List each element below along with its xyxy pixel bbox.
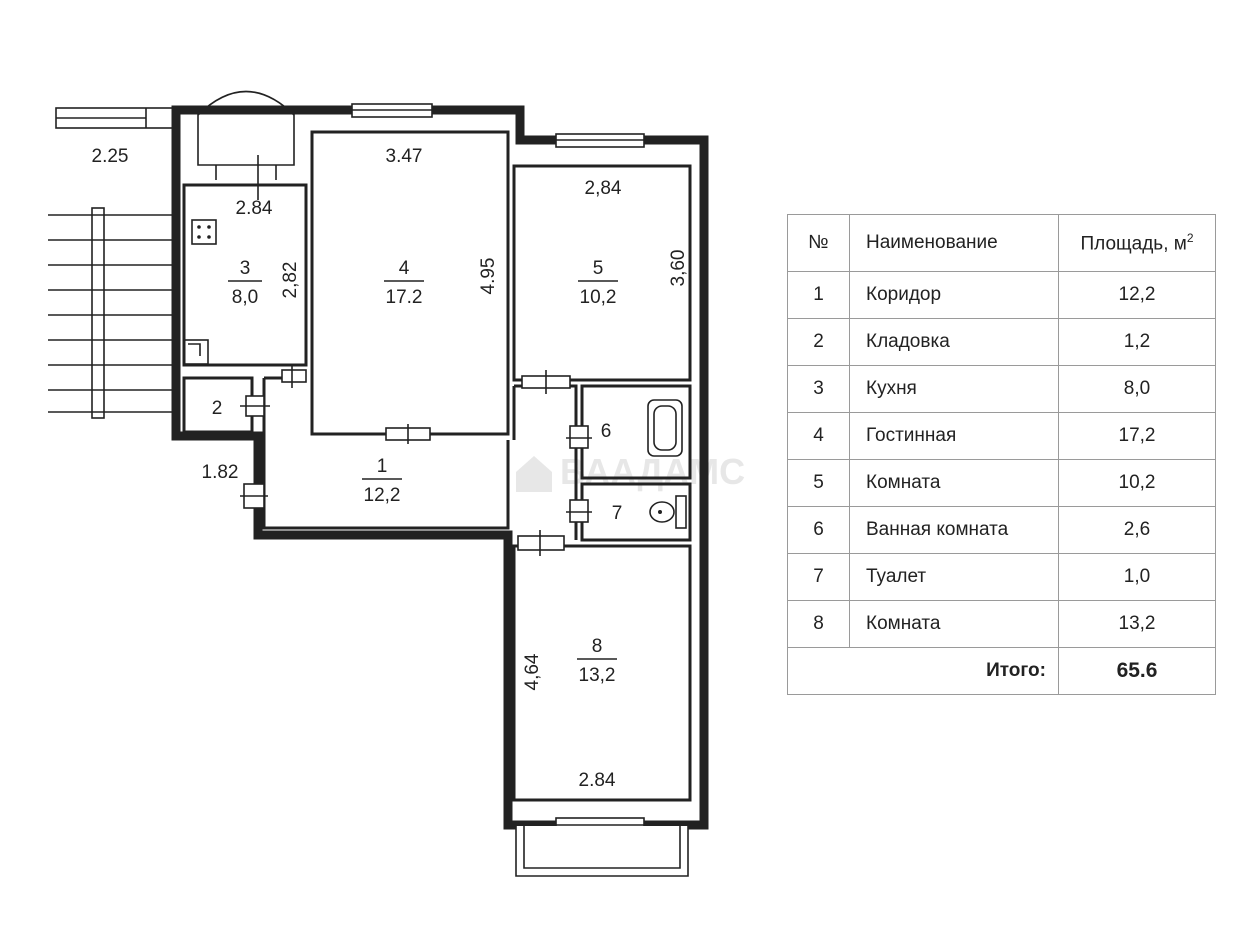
table-cell: 8,0	[1058, 365, 1216, 413]
table-cell: Туалет	[849, 553, 1059, 601]
dim-kitchen-top: 2.84	[236, 198, 273, 219]
table-cell: 1	[787, 271, 850, 319]
room-3-number: 3	[240, 258, 251, 279]
table-cell: 13,2	[1058, 600, 1216, 648]
bottom-balcony	[515, 826, 689, 877]
header-num: №	[787, 214, 850, 272]
room-5-number: 5	[593, 258, 604, 279]
dim-living-side: 4.95	[478, 258, 499, 295]
table-cell: Комната	[849, 459, 1059, 507]
floor-plan: ВААДАМС	[48, 90, 745, 877]
total-value: 65.6	[1058, 647, 1216, 695]
dim-corridor-side: 1.82	[202, 462, 239, 483]
table-cell: 2	[787, 318, 850, 366]
total-label: Итого:	[787, 647, 1059, 695]
table-cell: Ванная комната	[849, 506, 1059, 554]
dim-room8-side: 4,64	[522, 653, 543, 690]
table-cell: 4	[787, 412, 850, 460]
table-total-row: Итого: 65.6	[787, 647, 1216, 695]
room-5	[512, 164, 692, 382]
room-7-number: 7	[612, 503, 623, 524]
room-1-number: 1	[377, 456, 388, 477]
dim-room5-top: 2,84	[585, 178, 622, 199]
table-cell: 12,2	[1058, 271, 1216, 319]
table-cell: 10,2	[1058, 459, 1216, 507]
watermark-text: ВААДАМС	[560, 451, 745, 492]
table-cell: Коридор	[849, 271, 1059, 319]
room-6-number: 6	[601, 421, 612, 442]
room-3-area: 8,0	[232, 287, 258, 308]
table-cell: 2,6	[1058, 506, 1216, 554]
room-labels: 3 8,0 2 4 17.2 5 10,2 6 7 1 12,2 8 13,2	[212, 258, 623, 686]
table-cell: Гостинная	[849, 412, 1059, 460]
table-header-row: № Наименование Площадь, м2	[787, 214, 1216, 272]
dim-room8-bottom: 2.84	[579, 770, 616, 791]
table-cell: 5	[787, 459, 850, 507]
room-4-area: 17.2	[386, 287, 423, 308]
room-8-number: 8	[592, 636, 603, 657]
room-kitchen	[182, 183, 308, 367]
table-cell: 1,2	[1058, 318, 1216, 366]
header-name: Наименование	[849, 214, 1059, 272]
table-cell: Кухня	[849, 365, 1059, 413]
room-5-area: 10,2	[580, 287, 617, 308]
room-8	[512, 544, 692, 802]
dim-room5-side: 3,60	[668, 250, 689, 287]
table-cell: 8	[787, 600, 850, 648]
dim-balcony-left: 2.25	[92, 146, 129, 167]
table-cell: 3	[787, 365, 850, 413]
header-area: Площадь, м2	[1058, 214, 1216, 272]
dim-kitchen-side: 2,82	[280, 262, 301, 299]
room-2-number: 2	[212, 398, 223, 419]
dimension-labels: 2.25 2.84 2,82 3.47 4.95 2,84 3,60 1.82 …	[92, 146, 689, 791]
room-1-area: 12,2	[364, 485, 401, 506]
outer-wall	[171, 105, 709, 830]
table-cell: 6	[787, 506, 850, 554]
room-4-number: 4	[399, 258, 410, 279]
table-cell: 7	[787, 553, 850, 601]
table-cell: 1,0	[1058, 553, 1216, 601]
table-cell: Комната	[849, 600, 1059, 648]
dim-living-top: 3.47	[386, 146, 423, 167]
table-cell: 17,2	[1058, 412, 1216, 460]
left-balcony	[48, 107, 177, 419]
watermark: ВААДАМС	[516, 451, 745, 492]
room-8-area: 13,2	[579, 665, 616, 686]
table-cell: Кладовка	[849, 318, 1059, 366]
